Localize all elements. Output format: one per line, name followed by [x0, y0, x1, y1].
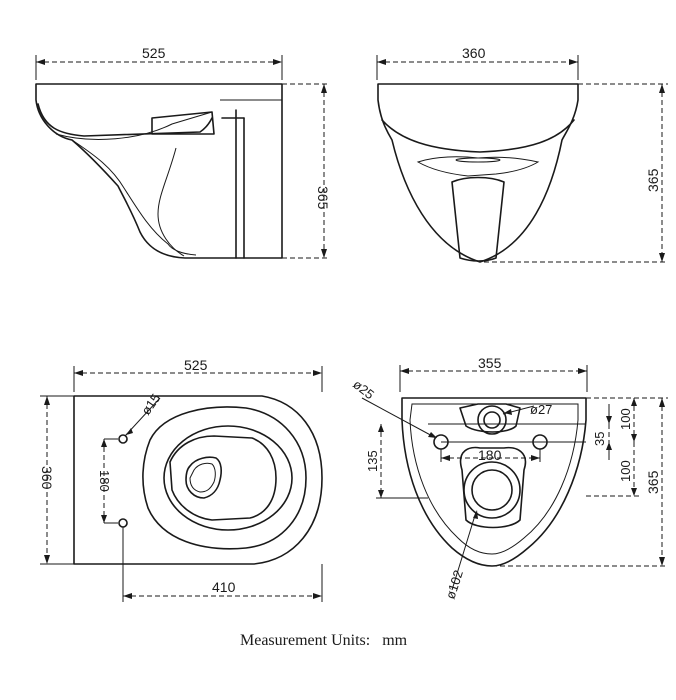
side-view-rim — [37, 103, 213, 137]
rear-view-hole-inlet-label: ø27 — [530, 402, 552, 417]
side-view-bowl-outline — [35, 83, 283, 259]
top-view-width-label: 525 — [184, 357, 208, 373]
measurement-units-label: Measurement Units: — [240, 632, 371, 649]
rear-view-width-label: 355 — [478, 355, 502, 371]
top-view-outline — [73, 395, 323, 565]
rear-view-spacing-label: 180 — [478, 447, 502, 463]
rear-view-right-label-35: 35 — [592, 432, 607, 446]
top-view-offset-label: 410 — [212, 579, 236, 595]
rear-view-left-height-label: 135 — [365, 450, 380, 472]
top-view-hole-label: ø15 — [138, 391, 163, 418]
side-view-width-label: 525 — [142, 45, 166, 61]
measurement-units: Measurement Units: mm — [240, 632, 407, 650]
rear-view-right-label-100-mid: 100 — [618, 460, 633, 482]
rear-view-hole-small-label: ø25 — [350, 377, 377, 403]
top-view: 525 ø15 180 360 — [39, 357, 323, 602]
rear-view-right-label-365: 365 — [645, 470, 661, 494]
side-view: 525 365 — [35, 45, 331, 259]
front-view-width-label: 360 — [462, 45, 486, 61]
front-view-height-label: 365 — [645, 168, 661, 192]
top-view-spacing-label: 180 — [97, 470, 112, 492]
measurement-units-value: mm — [382, 632, 408, 649]
rear-view-outline — [401, 397, 587, 567]
side-view-height-label: 365 — [315, 186, 331, 210]
rear-view-hole-outlet-label: ø102 — [443, 568, 466, 601]
rear-view: 355 ø25 ø27 180 — [350, 355, 668, 601]
top-view-depth-label: 360 — [39, 466, 55, 490]
rear-view-right-label-100-top: 100 — [618, 408, 633, 430]
front-view-bowl-outline — [377, 83, 579, 263]
front-view: 360 365 — [376, 45, 668, 263]
